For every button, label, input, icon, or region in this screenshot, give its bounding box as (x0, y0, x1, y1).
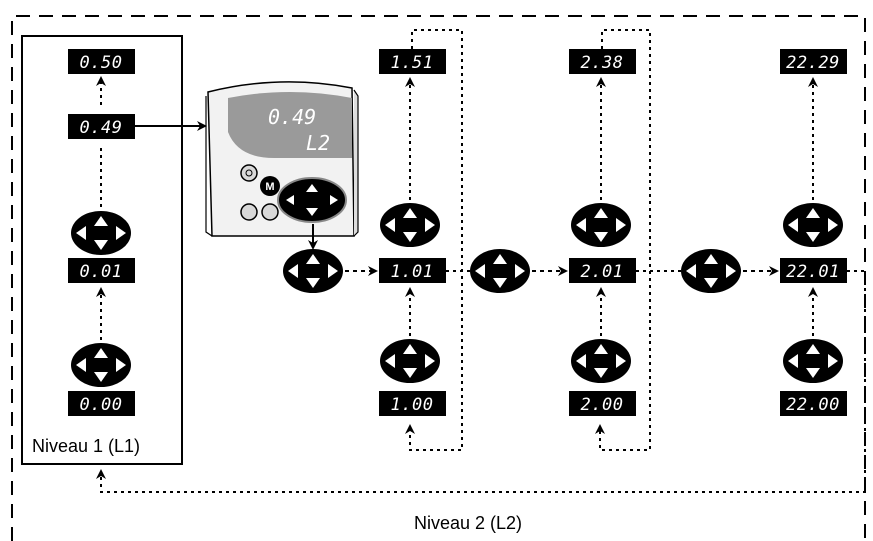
svg-text:1.00: 1.00 (391, 395, 434, 415)
svg-text:1.51: 1.51 (391, 53, 434, 73)
svg-text:22.01: 22.01 (786, 262, 840, 282)
navigation-pad-icon (783, 203, 843, 247)
svg-text:2.01: 2.01 (581, 262, 624, 282)
navigation-pad-icon (571, 203, 631, 247)
svg-text:0.50: 0.50 (80, 53, 123, 73)
svg-text:1.01: 1.01 (391, 262, 434, 282)
lcd-param-0-00: 0.00 (68, 391, 135, 416)
device-display (228, 92, 352, 158)
run-button-icon (261, 203, 279, 221)
reset-button-icon (240, 203, 258, 221)
navigation-pad-icon (380, 203, 440, 247)
device-display-level: L2 (306, 131, 330, 155)
mode-button-label: M (265, 181, 274, 193)
navigation-pad-icon (71, 343, 131, 387)
device-display-value: 0.49 (268, 105, 316, 129)
svg-text:2.00: 2.00 (581, 395, 624, 415)
navigation-pad-icon (71, 211, 131, 255)
navigation-pad-icon (571, 339, 631, 383)
lcd-param-22-29: 22.29 (780, 49, 847, 74)
lcd-param-1-00: 1.00 (379, 391, 446, 416)
svg-text:0.00: 0.00 (80, 395, 123, 415)
svg-text:22.29: 22.29 (786, 53, 840, 73)
lcd-param-2-00: 2.00 (569, 391, 636, 416)
svg-text:2.38: 2.38 (581, 53, 624, 73)
level1-title: Niveau 1 (L1) (32, 436, 140, 456)
return-to-level1-dotted (96, 270, 866, 493)
lcd-param-1-51: 1.51 (379, 49, 446, 74)
lcd-param-1-01: 1.01 (379, 258, 446, 283)
level1-box (21, 35, 183, 465)
navigation-pad-icon (783, 339, 843, 383)
lcd-param-0-49: 0.49 (68, 114, 135, 139)
svg-text:22.00: 22.00 (786, 395, 840, 415)
navigation-pad-icon (470, 249, 530, 293)
drive-keypad-device: 0.49 L2 M (205, 81, 359, 237)
svg-text:0.49: 0.49 (80, 118, 123, 138)
level2-frame (11, 15, 866, 541)
lcd-param-2-01: 2.01 (569, 258, 636, 283)
wrap-loop-dotted (595, 29, 651, 451)
mode-button-icon (260, 176, 280, 196)
navigation-pad-icon (380, 339, 440, 383)
stop-button-icon (240, 164, 258, 182)
svg-text:0.01: 0.01 (80, 262, 123, 282)
level2-title: Niveau 2 (L2) (414, 513, 522, 533)
navigation-pad-icon (681, 249, 741, 293)
navigation-pad-icon (283, 249, 343, 293)
lcd-param-22-01: 22.01 (780, 258, 847, 283)
lcd-param-22-00: 22.00 (780, 391, 847, 416)
lcd-param-0-50: 0.50 (68, 49, 135, 74)
wrap-loop-dotted (405, 29, 463, 451)
lcd-param-0-01: 0.01 (68, 258, 135, 283)
lcd-param-2-38: 2.38 (569, 49, 636, 74)
